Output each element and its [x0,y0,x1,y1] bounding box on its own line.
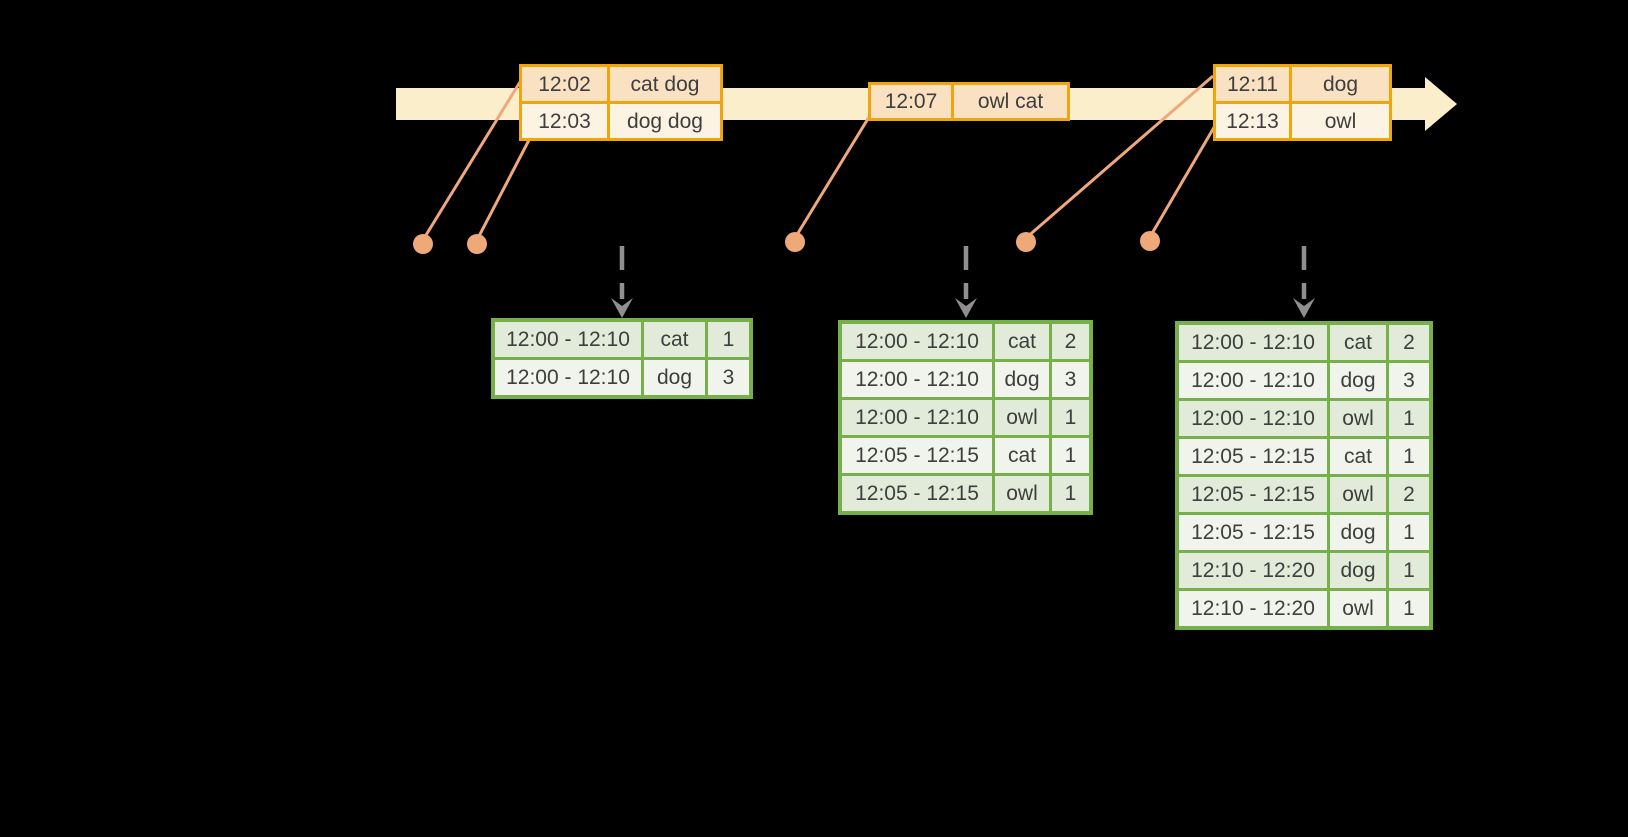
table-row: 12:00 - 12:10 dog 3 [842,362,1089,397]
event-row: 12:13 owl [1216,104,1389,138]
count-cell: 1 [708,322,749,357]
table-row: 12:00 - 12:10 dog 3 [1179,363,1429,398]
event-dot-icon [1140,231,1160,251]
window-range-cell: 12:05 - 12:15 [1179,515,1327,550]
word-cell: owl [1330,401,1386,436]
event-dot-icon [413,234,433,254]
event-words: dog [1292,67,1389,101]
window-range-cell: 12:05 - 12:15 [842,476,992,511]
event-time: 12:02 [522,67,607,101]
count-cell: 2 [1052,324,1089,359]
event-words: owl cat [954,85,1067,118]
event-time: 12:13 [1216,104,1289,138]
word-cell: dog [1330,553,1386,588]
window-range-cell: 12:00 - 12:10 [842,324,992,359]
count-cell: 3 [708,360,749,395]
event-box-3: 12:11 dog 12:13 owl [1213,64,1392,141]
event-dot-icon [1016,232,1036,252]
table-row: 12:00 - 12:10 cat 1 [495,322,749,357]
table-row: 12:00 - 12:10 cat 2 [1179,325,1429,360]
window-range-cell: 12:00 - 12:10 [1179,325,1327,360]
window-range-cell: 12:05 - 12:15 [842,438,992,473]
word-cell: owl [1330,477,1386,512]
event-row: 12:11 dog [1216,67,1389,101]
trigger-arrowhead-icon [955,298,977,318]
count-cell: 3 [1052,362,1089,397]
word-cell: cat [995,438,1049,473]
window-range-cell: 12:00 - 12:10 [842,362,992,397]
table-row: 12:00 - 12:10 dog 3 [495,360,749,395]
timeline-arrow-icon [1425,77,1457,131]
table-row: 12:05 - 12:15 dog 1 [1179,515,1429,550]
table-row: 12:05 - 12:15 cat 1 [1179,439,1429,474]
table-row: 12:05 - 12:15 owl 1 [842,476,1089,511]
count-cell: 1 [1052,400,1089,435]
word-cell: owl [995,400,1049,435]
table-row: 12:10 - 12:20 owl 1 [1179,591,1429,626]
event-words: cat dog [610,67,720,101]
trigger-arrowhead-icon [611,298,633,318]
trigger-arrowhead-icon [1293,298,1315,318]
event-box-2: 12:07 owl cat [868,82,1070,121]
word-cell: cat [1330,439,1386,474]
word-cell: cat [644,322,705,357]
count-cell: 1 [1052,438,1089,473]
word-cell: dog [995,362,1049,397]
event-connector-line [421,81,522,241]
table-row: 12:05 - 12:15 cat 1 [842,438,1089,473]
event-words: owl [1292,104,1389,138]
window-range-cell: 12:05 - 12:15 [1179,439,1327,474]
window-range-cell: 12:00 - 12:10 [1179,401,1327,436]
count-cell: 1 [1389,553,1429,588]
event-dot-icon [467,234,487,254]
event-connector-line [1025,74,1214,240]
count-cell: 1 [1389,515,1429,550]
count-cell: 1 [1389,439,1429,474]
word-cell: dog [644,360,705,395]
table-row: 12:00 - 12:10 cat 2 [842,324,1089,359]
event-time: 12:11 [1216,67,1289,101]
count-cell: 1 [1389,401,1429,436]
window-range-cell: 12:10 - 12:20 [1179,591,1327,626]
word-cell: cat [1330,325,1386,360]
event-connector-line [1148,123,1218,238]
event-row: 12:07 owl cat [871,85,1067,118]
table-row: 12:00 - 12:10 owl 1 [1179,401,1429,436]
count-cell: 2 [1389,325,1429,360]
word-cell: dog [1330,515,1386,550]
word-cell: dog [1330,363,1386,398]
window-counts-table-3: 12:00 - 12:10 cat 2 12:00 - 12:10 dog 3 … [1175,321,1433,630]
event-row: 12:03 dog dog [522,104,720,138]
word-cell: owl [995,476,1049,511]
event-time: 12:03 [522,104,607,138]
window-range-cell: 12:05 - 12:15 [1179,477,1327,512]
event-words: dog dog [610,104,720,138]
count-cell: 3 [1389,363,1429,398]
window-range-cell: 12:00 - 12:10 [842,400,992,435]
window-range-cell: 12:00 - 12:10 [495,360,641,395]
count-cell: 1 [1389,591,1429,626]
event-row: 12:02 cat dog [522,67,720,101]
event-box-1: 12:02 cat dog 12:03 dog dog [519,64,723,141]
event-connector-line [793,116,871,239]
window-counts-table-1: 12:00 - 12:10 cat 1 12:00 - 12:10 dog 3 [491,318,753,399]
event-dot-icon [785,232,805,252]
table-row: 12:00 - 12:10 owl 1 [842,400,1089,435]
window-counts-table-2: 12:00 - 12:10 cat 2 12:00 - 12:10 dog 3 … [838,320,1093,515]
word-cell: cat [995,324,1049,359]
event-connector-line [475,139,531,241]
word-cell: owl [1330,591,1386,626]
table-row: 12:10 - 12:20 dog 1 [1179,553,1429,588]
table-row: 12:05 - 12:15 owl 2 [1179,477,1429,512]
window-range-cell: 12:00 - 12:10 [1179,363,1327,398]
window-range-cell: 12:00 - 12:10 [495,322,641,357]
count-cell: 1 [1052,476,1089,511]
count-cell: 2 [1389,477,1429,512]
event-time: 12:07 [871,85,951,118]
window-range-cell: 12:10 - 12:20 [1179,553,1327,588]
